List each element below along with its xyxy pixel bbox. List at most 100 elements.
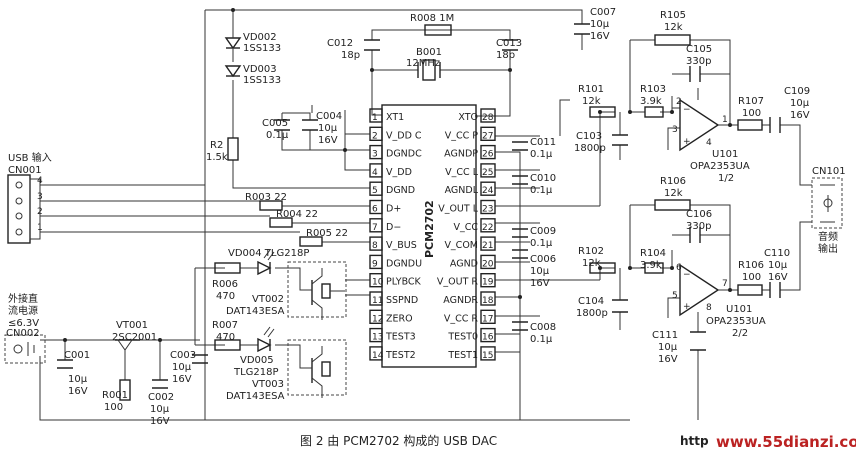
svg-text:−: −	[683, 270, 691, 280]
resistor-r003-symbol	[259, 200, 283, 211]
label-r005: R005 22	[306, 228, 348, 239]
pin-box-right	[480, 163, 496, 178]
label-c111: C111	[652, 330, 678, 341]
pin-box-left	[369, 126, 383, 142]
label-usb-in: USB 输入	[8, 151, 52, 164]
svg-text:+: +	[683, 137, 691, 147]
opamp-b-pin-7: 7	[722, 279, 728, 289]
label-c004-v: 16V	[318, 135, 338, 146]
capacitor-c008-symbol	[512, 321, 528, 331]
pin-box-right	[480, 126, 496, 142]
component-labels: VD002 1SS133 VD003 1SS133 C012 18p R008 …	[6, 7, 846, 427]
capacitor-c103-symbol	[612, 134, 628, 146]
label-r101: R101	[578, 84, 604, 95]
label-r107: R107	[738, 96, 764, 107]
label-audio-out-2: 输出	[818, 242, 838, 255]
pin-name-left: XT1	[386, 112, 404, 123]
label-r004: R004 22	[276, 209, 318, 220]
label-c005-val: 0.1μ	[266, 130, 289, 141]
label-ext-power-2: 流电源	[8, 304, 38, 317]
capacitor-c106-symbol	[689, 227, 701, 243]
pin-box-right	[480, 309, 496, 324]
capacitor-c011-symbol	[512, 141, 528, 151]
figure-caption: 图 2 由 PCM2702 构成的 USB DAC	[300, 433, 497, 448]
label-r102-val: 12k	[582, 258, 601, 269]
pin-box-left	[369, 108, 383, 123]
label-u101a: U101	[712, 149, 738, 160]
label-r003: R003 22	[245, 192, 287, 203]
pin-box-right	[480, 108, 496, 123]
label-c110-v: 16V	[768, 272, 788, 283]
opamp-u101a-symbol: − +	[679, 98, 720, 152]
pin-name-right: V_CC	[453, 222, 478, 233]
label-r103-val: 3.9k	[640, 96, 662, 107]
label-c002: C002	[148, 392, 174, 403]
pin-box-left	[369, 254, 383, 270]
label-vt002-type: DAT143ESA	[226, 306, 285, 317]
usb-connector-cn001	[7, 174, 41, 244]
resistor-r106-symbol	[654, 199, 691, 211]
pin-name-right: TEST1	[447, 350, 478, 361]
capacitor-c003-symbol	[192, 354, 208, 364]
opamp-a-pin-4: 4	[706, 138, 712, 148]
pin-box-right	[480, 181, 496, 196]
capacitor-c009-symbol	[512, 228, 528, 238]
opamp-b-pin-5: 5	[672, 291, 678, 301]
pin-number-right: 21	[482, 241, 493, 251]
pin-number-left: 9	[372, 259, 378, 269]
opamp-b-pin-6: 6	[676, 263, 682, 273]
pin-number-left: 5	[372, 186, 378, 196]
label-c004: C004	[316, 111, 342, 122]
label-r107-val: 100	[742, 108, 761, 119]
label-u101b-type: OPA2353UA	[706, 316, 766, 327]
resistor-r102-symbol	[589, 262, 616, 274]
pin-name-right: AGNDR	[443, 295, 478, 306]
pin-number-left: 8	[372, 241, 378, 251]
label-r103: R103	[640, 84, 666, 95]
watermark-site: www.55dianzi.com	[716, 433, 856, 451]
label-c110-val: 10μ	[768, 260, 788, 271]
label-c011: C011	[530, 137, 556, 148]
opamp-u101b-symbol: − +	[679, 263, 720, 317]
resistor-r005-symbol	[299, 236, 323, 247]
pin-name-left: SSPND	[386, 295, 418, 306]
label-c109-val: 10μ	[790, 98, 810, 109]
label-c002-val: 10μ	[150, 404, 170, 415]
label-c111-v: 16V	[658, 354, 678, 365]
pin-number-left: 10	[372, 278, 384, 288]
pin-name-right: XTO	[458, 112, 478, 123]
label-u101b: U101	[726, 304, 752, 315]
capacitor-c001-symbol	[57, 359, 73, 369]
label-vt001-type: 2SC2001	[112, 332, 157, 343]
pin-number-left: 4	[372, 168, 378, 178]
label-r001: R001	[102, 390, 128, 401]
label-r105: R105	[660, 10, 686, 21]
capacitor-c109-symbol	[769, 117, 781, 133]
svg-text:−: −	[683, 105, 691, 115]
label-r006-val: 470	[216, 291, 235, 302]
pin-number-left: 3	[372, 150, 378, 160]
label-cn101: CN101	[812, 166, 846, 177]
label-c009: C009	[530, 226, 556, 237]
label-u101b-unit: 2/2	[732, 328, 748, 339]
pin-number-right: 15	[482, 351, 493, 361]
resistor-r001-symbol	[119, 379, 131, 401]
pin-name-left: V_DD C	[386, 130, 422, 141]
pin-name-left: DGND	[386, 185, 415, 196]
label-c002-v: 16V	[150, 416, 170, 427]
resistor-r008-symbol	[424, 24, 452, 36]
capacitor-c104-symbol	[612, 299, 628, 313]
label-c004-val: 10μ	[318, 123, 338, 134]
label-r106: R106	[660, 176, 686, 187]
diode-vd003-symbol	[224, 65, 242, 78]
label-c109: C109	[784, 86, 810, 97]
label-c110: C110	[764, 248, 790, 259]
pin-box-left	[369, 273, 383, 288]
label-c105-val: 330p	[686, 56, 711, 67]
pin-name-right: V_COM	[444, 240, 478, 251]
capacitor-c010-symbol	[512, 175, 528, 185]
transistor-vt002-symbol	[287, 261, 347, 320]
pin-number-right: 19	[482, 278, 494, 288]
pin-name-left: PLYBCK	[386, 277, 422, 288]
label-r008: R008 1M	[410, 13, 454, 24]
